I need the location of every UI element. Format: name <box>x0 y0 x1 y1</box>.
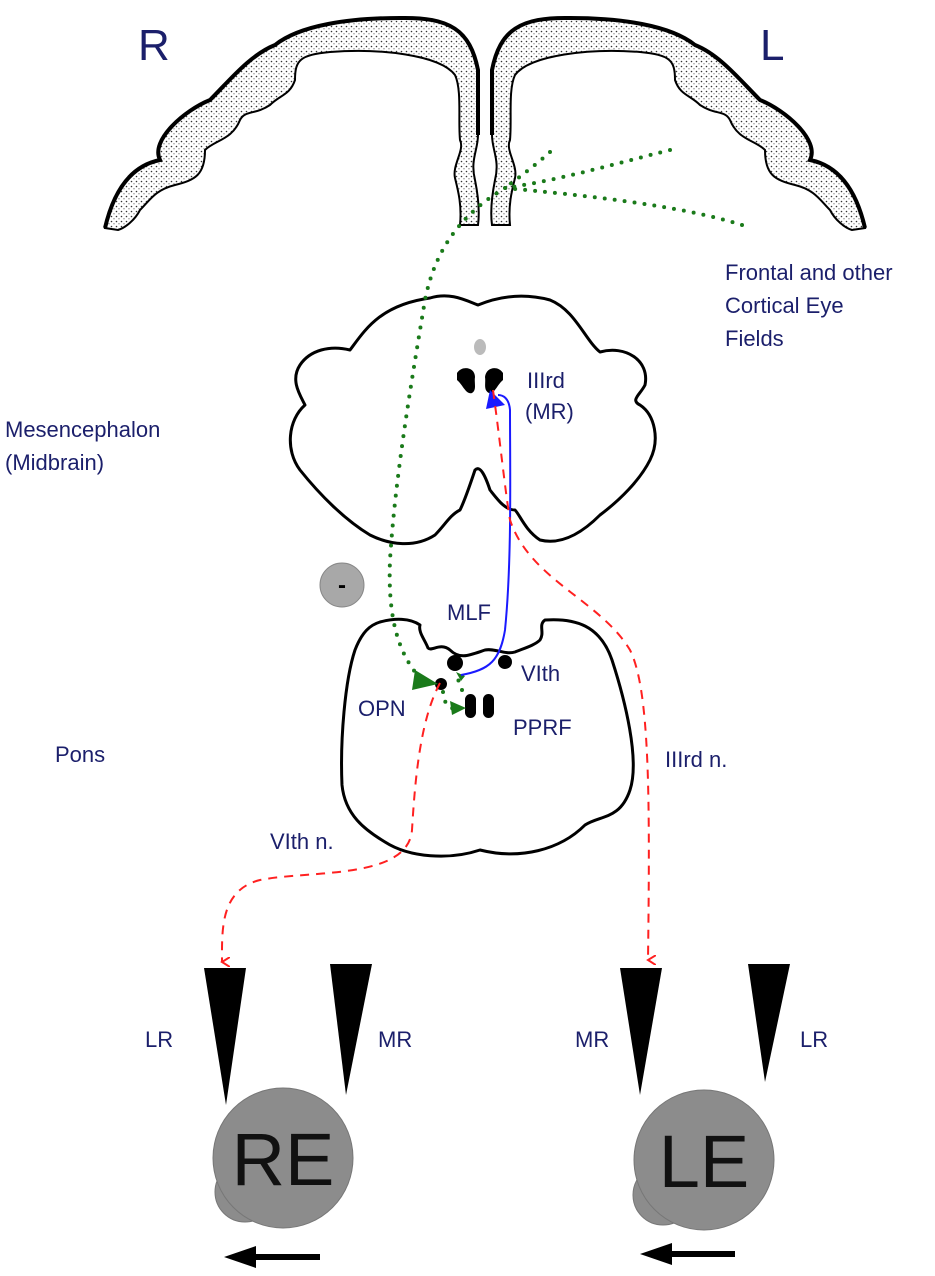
right-eye-label: RE <box>232 1118 335 1201</box>
sixth-nucleus-right <box>447 655 463 671</box>
re-mr-label: MR <box>378 1027 412 1052</box>
pons-section <box>340 617 635 858</box>
third-nerve-pathway <box>492 389 649 960</box>
opn-arrowhead <box>412 670 438 690</box>
cortical-eye-fields-label-3: Fields <box>725 326 784 351</box>
le-lateral-rectus <box>748 964 790 1082</box>
cortical-eye-fields-label-1: Frontal and other <box>725 260 893 285</box>
third-nerve-label: IIIrd n. <box>665 747 727 772</box>
left-eye-label: LE <box>659 1120 750 1203</box>
right-side-label: R <box>138 21 170 70</box>
cortical-projection-pathway <box>387 148 744 711</box>
cortical-eye-fields-label-2: Cortical Eye <box>725 293 844 318</box>
cortex-left-hemisphere <box>490 15 867 232</box>
mesencephalon-label: Mesencephalon <box>5 417 160 442</box>
cortex-right-hemisphere <box>103 15 480 232</box>
le-medial-rectus <box>620 968 662 1095</box>
left-side-label: L <box>760 21 784 70</box>
right-eye: RE <box>212 1087 354 1229</box>
pprf-arrowhead <box>450 701 466 715</box>
pprf-label: PPRF <box>513 715 572 740</box>
midbrain-section <box>288 294 657 546</box>
sixth-nerve-label: VIth n. <box>270 829 334 854</box>
pprf-nucleus-1 <box>465 694 476 718</box>
left-eye: LE <box>632 1089 775 1231</box>
mlf-pathway <box>460 394 512 676</box>
inhibition-sign: - <box>338 572 346 599</box>
third-nucleus-mr-label: (MR) <box>525 399 574 424</box>
sixth-nerve-pathway <box>222 682 441 962</box>
right-eye-movement-arrow <box>224 1246 320 1268</box>
sixth-nucleus-left <box>498 655 512 669</box>
opn-label: OPN <box>358 696 406 721</box>
le-mr-label: MR <box>575 1027 609 1052</box>
inhibition-circle <box>319 562 365 608</box>
third-nucleus-label: IIIrd <box>527 368 565 393</box>
third-nucleus-right <box>457 368 475 394</box>
left-eye-movement-arrow <box>640 1243 735 1265</box>
midbrain-gray-nucleus <box>474 339 486 355</box>
sixth-arrowhead <box>456 672 465 681</box>
le-lr-label: LR <box>800 1027 828 1052</box>
mlf-arrowhead <box>486 390 505 409</box>
sixth-nucleus-label: VIth <box>521 661 560 686</box>
re-lr-label: LR <box>145 1027 173 1052</box>
midbrain-label: (Midbrain) <box>5 450 104 475</box>
mlf-label: MLF <box>447 600 491 625</box>
third-nucleus-left <box>485 368 503 394</box>
pons-label: Pons <box>55 742 105 767</box>
re-lateral-rectus <box>204 968 246 1105</box>
pprf-nucleus-2 <box>483 694 494 718</box>
re-medial-rectus <box>330 964 372 1095</box>
